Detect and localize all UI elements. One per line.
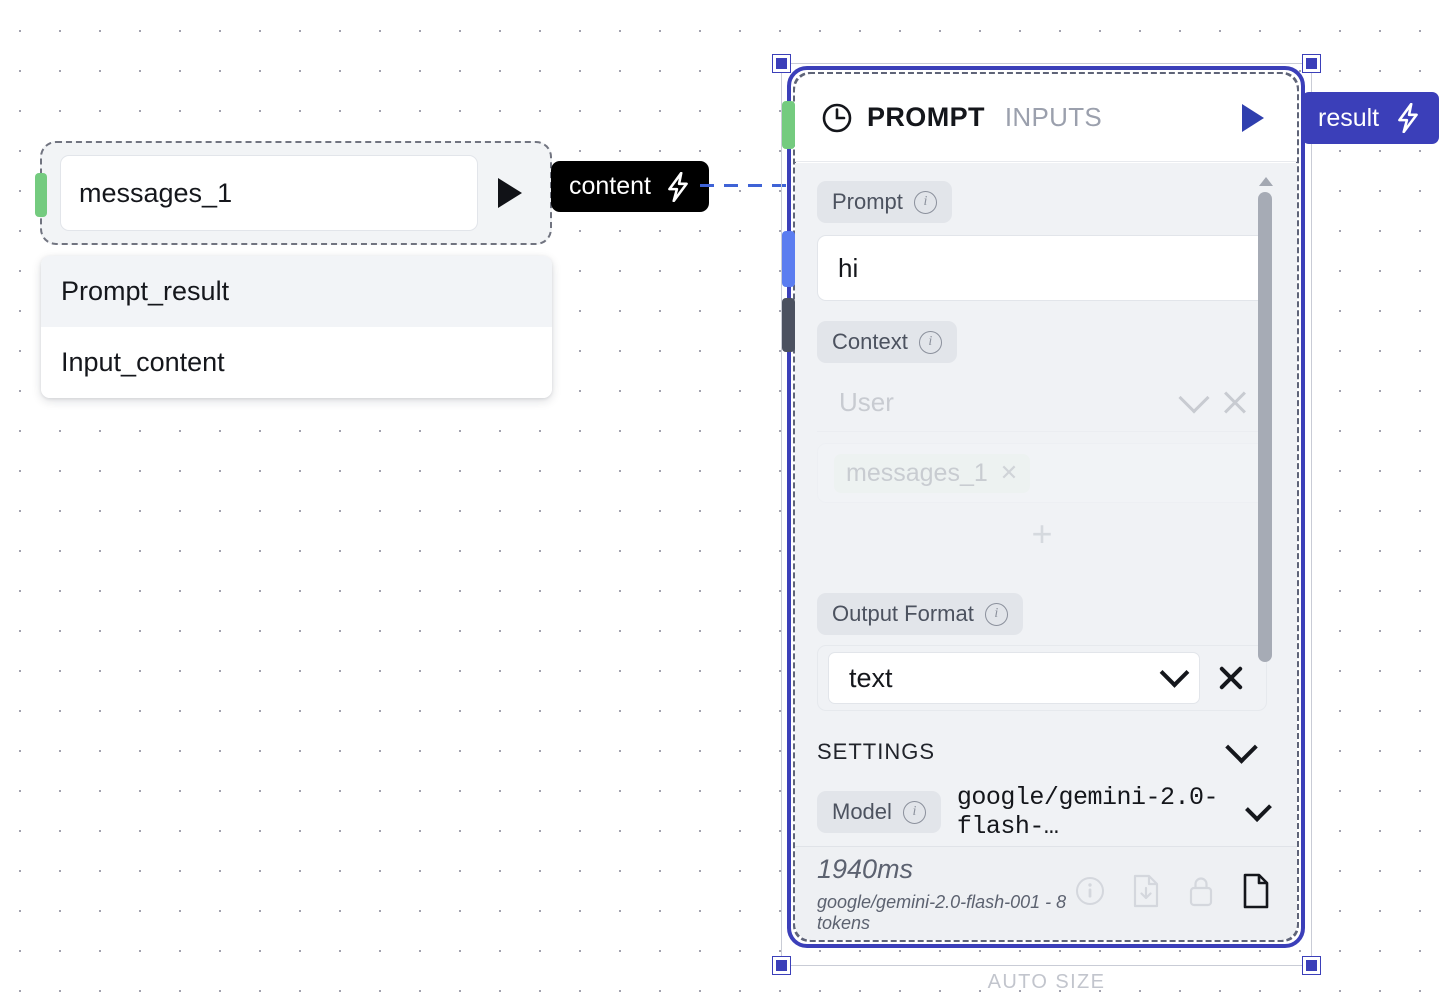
prompt-handle-gray[interactable]	[782, 298, 795, 352]
plus-icon: +	[1031, 513, 1053, 554]
context-role-value: User	[839, 386, 894, 417]
info-icon[interactable]: i	[918, 330, 942, 354]
close-icon[interactable]: ✕	[999, 460, 1019, 485]
prompt-node-header: PROMPT INPUTS	[795, 74, 1297, 162]
lock-icon[interactable]	[1187, 874, 1215, 913]
content-output-badge[interactable]: content	[551, 161, 710, 212]
chevron-down-icon	[1159, 657, 1190, 688]
close-icon[interactable]	[1221, 388, 1249, 416]
context-chip-label: messages_1	[846, 458, 988, 487]
connection-edge	[700, 184, 790, 187]
info-icon[interactable]	[1075, 876, 1105, 911]
play-icon	[1242, 103, 1264, 132]
info-icon[interactable]: i	[913, 190, 937, 214]
model-select-value[interactable]: google/gemini-2.0-flash-…	[956, 783, 1219, 841]
output-format-row: text	[817, 645, 1267, 711]
context-label-text: Context	[832, 329, 908, 354]
context-role-row[interactable]: User	[817, 373, 1267, 432]
lightning-icon	[1398, 103, 1418, 133]
auto-size-label: AUTO SIZE	[987, 971, 1106, 993]
context-field-label-wrap: Context i	[817, 321, 1267, 363]
page-title: PROMPT	[867, 102, 985, 132]
clock-icon	[821, 102, 853, 134]
model-field-label: Model i	[817, 791, 941, 833]
prompt-node-footer: 1940ms google/gemini-2.0-flash-001 - 8 t…	[795, 846, 1297, 940]
add-context-button[interactable]: +	[817, 503, 1267, 565]
resize-handle-top-left[interactable]	[772, 54, 791, 73]
context-chip-area[interactable]: messages_1 ✕	[817, 443, 1267, 503]
chevron-down-icon[interactable]	[1178, 382, 1210, 414]
dropdown-item-prompt-result[interactable]: Prompt_result	[41, 256, 552, 327]
footer-text-block: 1940ms google/gemini-2.0-flash-001 - 8 t…	[817, 854, 1075, 934]
selection-bounds	[772, 54, 1321, 975]
output-format-label-text: Output Format	[832, 601, 974, 626]
messages-dropdown[interactable]: Prompt_result Input_content	[41, 256, 552, 398]
result-badge-label: result	[1318, 103, 1380, 132]
chevron-down-icon[interactable]	[1225, 731, 1258, 764]
body-scrollbar[interactable]	[1257, 177, 1275, 907]
download-file-icon[interactable]	[1131, 874, 1161, 913]
run-button[interactable]	[484, 167, 536, 219]
prompt-subtitle: INPUTS	[1004, 102, 1103, 132]
result-output-badge[interactable]: result	[1302, 92, 1440, 144]
info-icon[interactable]: i	[984, 602, 1008, 626]
output-format-field-label: Output Format i	[817, 593, 1023, 635]
dropdown-item-input-content[interactable]: Input_content	[41, 327, 552, 398]
resize-handle-top-right[interactable]	[1302, 54, 1321, 73]
output-format-select[interactable]: text	[828, 652, 1200, 704]
prompt-node-body: Prompt i hi Context i User messages_1 ✕	[795, 163, 1297, 919]
prompt-field-label: Prompt i	[817, 181, 952, 223]
resize-handle-bottom-right[interactable]	[1302, 956, 1321, 975]
caret-up-icon[interactable]	[1259, 177, 1273, 186]
messages-name-input[interactable]: messages_1	[60, 155, 478, 231]
prompt-label-text: Prompt	[832, 189, 903, 214]
scrollbar-thumb[interactable]	[1258, 192, 1272, 662]
play-icon	[498, 178, 522, 208]
close-icon[interactable]	[1216, 663, 1246, 693]
document-icon[interactable]	[1241, 873, 1271, 914]
run-button[interactable]	[1231, 96, 1275, 140]
messages-node[interactable]: messages_1	[35, 141, 552, 245]
prompt-handle-green[interactable]	[782, 101, 795, 149]
prompt-textarea[interactable]: hi	[817, 235, 1267, 301]
execution-meta: google/gemini-2.0-flash-001 - 8 tokens	[817, 891, 1067, 933]
output-format-value: text	[849, 662, 893, 693]
prompt-handle-input-content[interactable]	[782, 231, 795, 287]
content-badge-label: content	[569, 172, 652, 200]
resize-handle-bottom-left[interactable]	[772, 956, 791, 975]
context-chip-messages-1[interactable]: messages_1 ✕	[834, 453, 1031, 493]
settings-section-header[interactable]: SETTINGS	[817, 731, 1267, 765]
lightning-icon	[668, 171, 688, 202]
info-icon[interactable]: i	[902, 800, 926, 824]
output-format-label-wrap: Output Format i	[817, 593, 1267, 635]
context-panel: User messages_1 ✕ +	[817, 373, 1267, 565]
footer-icon-group	[1075, 873, 1271, 914]
settings-title: SETTINGS	[817, 739, 936, 764]
prompt-field-label-wrap: Prompt i	[817, 181, 1267, 223]
model-row: Model i google/gemini-2.0-flash-…	[817, 783, 1272, 841]
model-label-text: Model	[832, 799, 892, 824]
node-output-handle-green[interactable]	[35, 173, 47, 217]
prompt-node[interactable]: PROMPT INPUTS Prompt i hi Context i User	[782, 66, 1305, 948]
execution-duration: 1940ms	[817, 853, 914, 884]
context-field-label: Context i	[817, 321, 957, 363]
